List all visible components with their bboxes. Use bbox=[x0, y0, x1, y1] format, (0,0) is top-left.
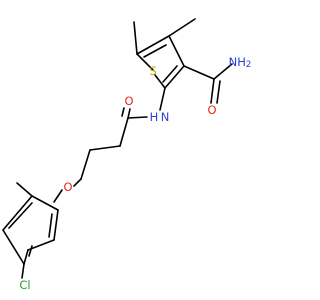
atom-nh2-subscript: 2 bbox=[246, 60, 251, 70]
bond-ring-3 bbox=[27, 239, 55, 251]
bond-ether-ring bbox=[53, 189, 63, 203]
bond-chain-1 bbox=[119, 117, 129, 147]
bond-c5-methyl bbox=[133, 21, 138, 55]
bond-c4-c3 bbox=[168, 35, 185, 67]
atom-labels: S N H O O NH2 O Cl bbox=[19, 55, 251, 292]
bond-n-carbonyl bbox=[127, 116, 148, 119]
bond-c3-c2 bbox=[164, 65, 185, 89]
bond-carbonyl-o bbox=[210, 78, 215, 104]
bond-c2-s bbox=[154, 74, 166, 89]
bond-ring-4-double bbox=[28, 245, 33, 257]
bond-carbonyl-o2 bbox=[127, 108, 131, 119]
bond-c2-n bbox=[159, 87, 166, 111]
bond-ring-2 bbox=[53, 209, 59, 241]
bond-carbonyl-o-double bbox=[216, 80, 221, 104]
atom-amide-n: N bbox=[161, 110, 170, 124]
bond-carbonyl-nh2 bbox=[213, 63, 233, 80]
bond-ring-6-double bbox=[8, 202, 33, 229]
bond-ring-4 bbox=[23, 249, 29, 265]
bond-c4-methyl bbox=[168, 18, 196, 37]
atom-sulfur: S bbox=[149, 64, 156, 78]
atom-ether-oxygen: O bbox=[63, 180, 72, 194]
atom-carboxamide-oxygen: O bbox=[207, 103, 216, 117]
bond-carbonyl-o2-double bbox=[121, 107, 125, 117]
bond-c5-c4-double bbox=[143, 44, 167, 58]
bonds bbox=[2, 18, 233, 279]
bond-s-c5 bbox=[136, 53, 154, 71]
bond-chain-2 bbox=[89, 145, 121, 151]
bond-ring-6 bbox=[2, 195, 33, 231]
bond-ring-5 bbox=[2, 229, 25, 265]
atom-amide-h: H bbox=[150, 110, 159, 124]
atom-chlorine: Cl bbox=[19, 278, 30, 292]
atom-nh2: NH2 bbox=[229, 55, 252, 70]
bond-c3-carbonyl bbox=[183, 65, 215, 80]
bond-chain-3 bbox=[80, 149, 91, 180]
atom-carbonyl-oxygen: O bbox=[124, 94, 133, 108]
bond-ring-1 bbox=[31, 195, 59, 211]
bond-chain-ether bbox=[73, 178, 82, 187]
bond-c5-c4 bbox=[136, 35, 170, 55]
atom-nh2-main: NH bbox=[229, 55, 246, 69]
bond-ring-methyl bbox=[16, 182, 33, 197]
bond-c3-c2-double bbox=[162, 65, 178, 83]
chemical-structure-diagram: S N H O O NH2 O Cl bbox=[2, 18, 251, 292]
bond-ring-cl bbox=[21, 263, 25, 279]
bond-ring-2-double bbox=[48, 213, 53, 238]
